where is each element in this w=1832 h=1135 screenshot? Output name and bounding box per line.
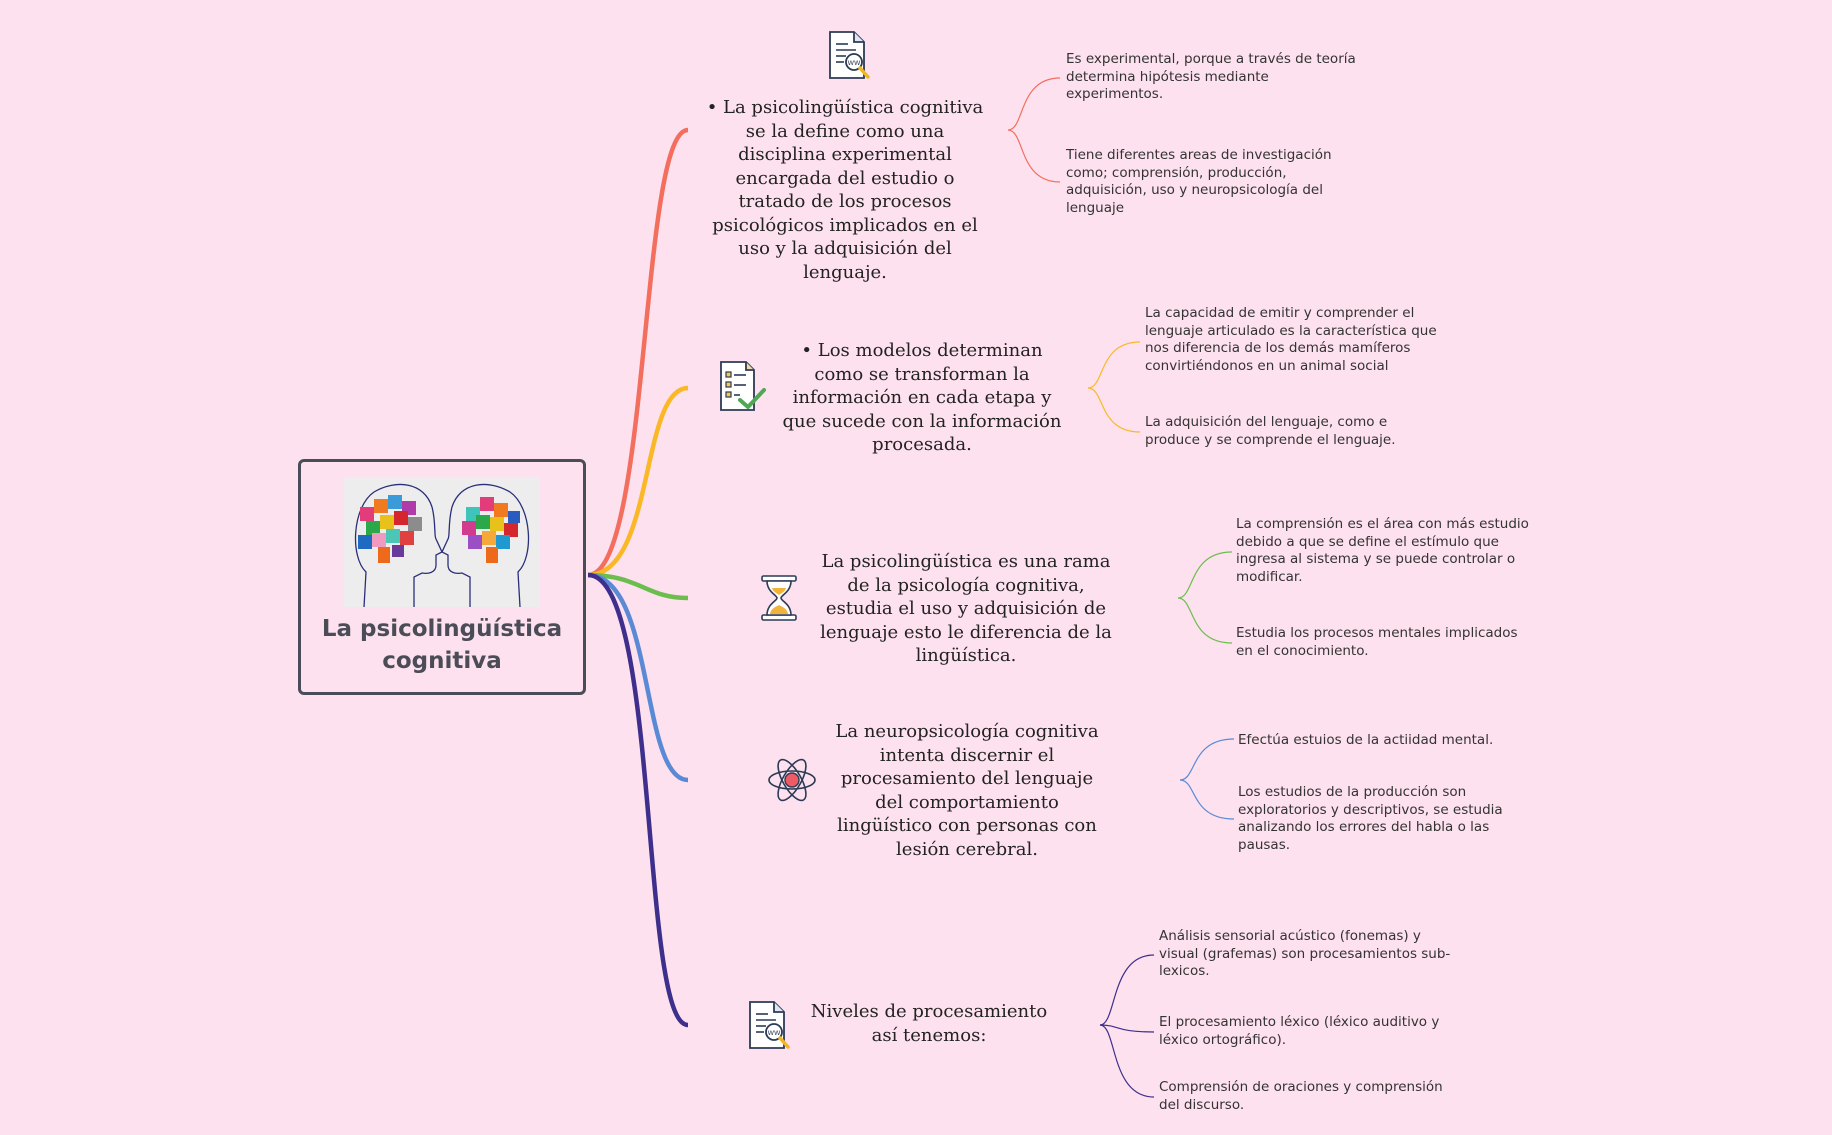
leaf-1-2[interactable]: Tiene diferentes areas de investigación … bbox=[1066, 147, 1332, 216]
leaf-3-1[interactable]: La comprensión es el área con más estudi… bbox=[1236, 516, 1529, 585]
atom-icon bbox=[766, 754, 818, 811]
branch-4-text[interactable]: La neuropsicología cognitiva intenta dis… bbox=[835, 721, 1099, 860]
hourglass-icon bbox=[758, 574, 800, 627]
leaf-connector-4-2 bbox=[1179, 779, 1235, 820]
leaf-connector-5-1 bbox=[1099, 954, 1155, 1026]
leaf-connector-2-1 bbox=[1087, 341, 1141, 389]
leaf-5-2[interactable]: El procesamiento léxico (léxico auditivo… bbox=[1159, 1014, 1440, 1048]
leaf-5-3[interactable]: Comprensión de oraciones y comprensión d… bbox=[1159, 1079, 1443, 1113]
branch-connector-5 bbox=[587, 572, 689, 1028]
svg-text:WW: WW bbox=[848, 59, 861, 67]
branch-5-text[interactable]: Niveles de procesamiento así tenemos: bbox=[810, 1001, 1048, 1046]
leaf-connector-4-1 bbox=[1179, 738, 1235, 781]
leaf-connector-3-2 bbox=[1177, 597, 1233, 644]
leaf-1-1[interactable]: Es experimental, porque a través de teor… bbox=[1066, 51, 1356, 102]
branch-connector-3 bbox=[587, 572, 689, 601]
leaf-connector-1-2 bbox=[1007, 129, 1061, 183]
checklist-icon bbox=[718, 360, 766, 419]
leaf-connector-2-2 bbox=[1087, 387, 1141, 433]
leaf-connector-5-2 bbox=[1099, 1024, 1155, 1033]
branch-3-text[interactable]: La psicolingüística es una rama de la ps… bbox=[820, 551, 1112, 666]
root-title: La psicolingüística cognitiva bbox=[321, 616, 563, 674]
document-search-icon: WW bbox=[826, 30, 874, 87]
branch-connector-4 bbox=[587, 572, 689, 783]
leaf-connector-3-1 bbox=[1177, 551, 1233, 599]
leaf-4-2[interactable]: Los estudios de la producción son explor… bbox=[1238, 784, 1503, 853]
document-search-icon: WW bbox=[746, 1000, 794, 1057]
branch-2-text[interactable]: • Los modelos determinan como se transfo… bbox=[782, 340, 1062, 455]
leaf-connector-1-1 bbox=[1007, 77, 1061, 131]
leaf-2-1[interactable]: La capacidad de emitir y comprender el l… bbox=[1145, 305, 1437, 374]
branch-connector-1 bbox=[587, 127, 689, 578]
leaf-2-2[interactable]: La adquisición del lenguaje, como e prod… bbox=[1145, 414, 1396, 448]
root-image-heads bbox=[344, 477, 540, 607]
branch-connector-2 bbox=[587, 385, 689, 578]
leaf-4-1[interactable]: Efectúa estuios de la actiidad mental. bbox=[1238, 732, 1494, 748]
svg-text:WW: WW bbox=[768, 1029, 781, 1037]
leaf-3-2[interactable]: Estudia los procesos mentales implicados… bbox=[1236, 625, 1518, 659]
leaf-connector-5-3 bbox=[1099, 1024, 1155, 1098]
root-node[interactable]: La psicolingüística cognitiva bbox=[298, 459, 586, 695]
branch-1-text[interactable]: • La psicolingüística cognitiva se la de… bbox=[706, 97, 984, 283]
leaf-5-1[interactable]: Análisis sensorial acústico (fonemas) y … bbox=[1159, 928, 1451, 979]
